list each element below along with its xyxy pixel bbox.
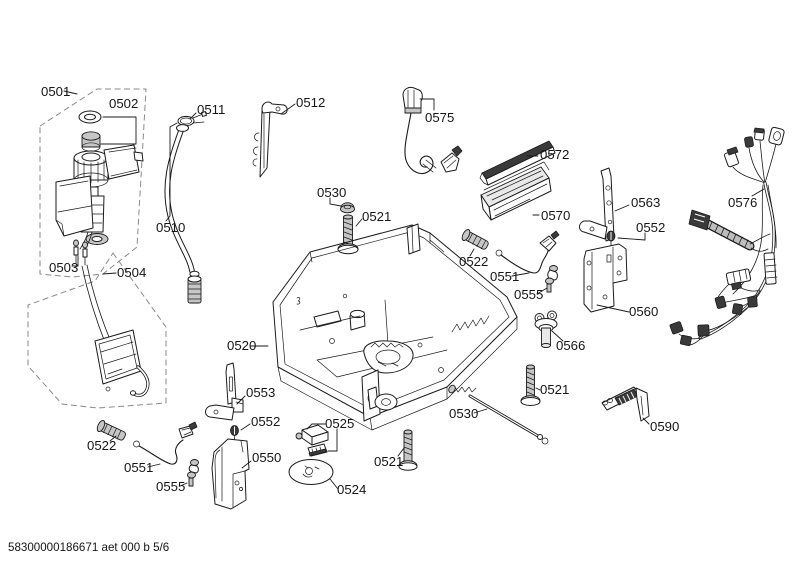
callout-0522-b: 0522 [87,438,116,453]
callout-0502: 0502 [109,96,138,111]
callout-0520: 0520 [227,338,256,353]
callout-0530-a: 0530 [317,185,346,200]
callout-0511: 0511 [197,102,225,117]
part-0521-screw-right-artwork [520,364,541,406]
part-0560-bracket-artwork [583,243,628,313]
callout-0521-c: 0521 [374,454,403,469]
part-0501-inlet-valve-artwork [55,110,144,266]
callout-0522-a: 0522 [459,254,488,269]
assembly-envelope-0501 [27,88,167,409]
callout-0555-b: 0555 [156,479,185,494]
part-0570-module-artwork [480,161,552,221]
part-0521-screw-top-artwork [337,214,359,255]
callout-0552-b: 0552 [251,414,280,429]
callout-0570: 0570 [541,208,570,223]
part-0504-internal-hose-artwork [81,264,112,346]
part-0551-cable-right-artwork [495,230,560,274]
callout-0504: 0504 [117,265,146,280]
callout-0551-b: 0551 [124,460,153,475]
part-0555-bottom-artwork [187,459,199,487]
callout-0552-a: 0552 [636,220,665,235]
part-0510-hose-artwork [164,124,202,304]
callout-0510: 0510 [156,220,185,235]
callout-0524: 0524 [337,482,366,497]
callout-0555-a: 0555 [514,287,543,302]
part-0552-clip-left-artwork [230,425,239,441]
callout-0550: 0550 [252,450,281,465]
part-0572-strip-artwork [479,140,556,186]
part-0524-disc-artwork [288,459,334,485]
callout-0553: 0553 [246,385,275,400]
callout-0530-b: 0530 [449,406,478,421]
callout-0575: 0575 [425,110,454,125]
part-0530-capnut-artwork [340,202,355,214]
callout-0576: 0576 [728,195,757,210]
part-0551-cable-bottom-artwork [133,421,198,465]
part-0521-screw-bottom-artwork [398,429,418,471]
part-0563-bracket-artwork [579,167,615,242]
leader-lines [63,90,765,490]
callout-0501: 0501 [41,84,70,99]
callout-0560: 0560 [629,304,658,319]
part-0530-rod-artwork [448,384,549,445]
part-0512-rail-artwork [252,101,288,178]
part-0520-base-artwork [272,223,518,431]
callout-0566: 0566 [556,338,585,353]
part-0566-artwork [534,310,558,348]
callout-0521-b: 0521 [540,382,569,397]
part-0575-cord-artwork [402,86,463,175]
callout-0590: 0590 [650,419,679,434]
part-0522-pin-bottom-artwork [96,419,126,441]
document-code: 58300000186671 aet 000 b 5/6 [8,541,169,554]
part-0555-right-artwork [545,265,558,293]
callout-labels: 0501 0502 0511 0512 0575 0572 0570 0563 … [41,84,757,497]
part-0552-clip-right-artwork [606,230,616,247]
part-0501-flow-plate-artwork [94,329,150,397]
callout-0572: 0572 [540,147,569,162]
callout-0563: 0563 [631,195,660,210]
callout-0551-a: 0551 [490,269,519,284]
part-0525-artwork [295,424,329,457]
part-0576-harness-artwork [669,126,785,347]
callout-0521-a: 0521 [362,209,391,224]
part-0550-bracket-artwork [211,438,250,510]
callout-0512: 0512 [296,95,325,110]
callout-0503: 0503 [49,260,78,275]
callout-0525: 0525 [325,416,354,431]
part-0522-pin-right-artwork [461,229,489,250]
part-0590-rail-artwork [601,386,650,422]
part-0553-bracket-artwork [205,362,244,421]
